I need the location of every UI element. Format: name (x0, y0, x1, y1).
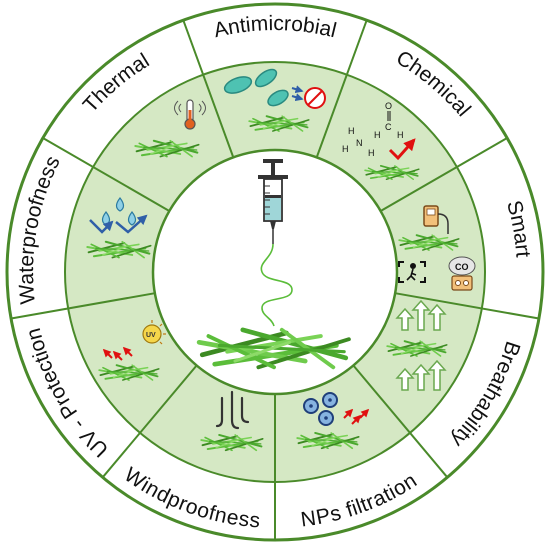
co-sensor-icon: CO (448, 256, 476, 291)
windproofness-illustration (200, 390, 264, 452)
segment-divider (42, 137, 170, 212)
syringe-fluid (265, 198, 281, 220)
bounce-arrow-icon (115, 214, 148, 234)
jet-fiber (260, 243, 293, 327)
ammonia-n: N (356, 138, 363, 148)
segment-divider (352, 364, 449, 478)
up-arrow-icon (411, 363, 431, 391)
bacteria-icon (254, 68, 278, 88)
segment-divider (380, 137, 508, 212)
antimicrobial-illustration (223, 68, 326, 133)
segment-divider (315, 19, 368, 158)
smart-illustration: CO (398, 205, 476, 291)
uv-badge: UV (146, 332, 156, 339)
syringe-plunger-cap (263, 159, 283, 163)
wind-icon (215, 396, 224, 428)
up-arrow-icon (427, 359, 447, 391)
electrospinning-syringe (258, 159, 288, 244)
center-disc (151, 148, 399, 396)
check-arrow-icon (388, 138, 416, 161)
uv-protection-illustration: UV (98, 320, 166, 382)
up-arrow-icon (411, 299, 431, 331)
up-arrow-icon (395, 367, 415, 391)
co-badge: CO (455, 262, 469, 272)
nps-filtration-illustration (296, 392, 370, 450)
segment-divider (182, 19, 235, 158)
ammonia-h-top: H (348, 126, 355, 136)
syringe-flange (258, 175, 288, 179)
water-drop-icon (127, 211, 137, 226)
up-arrow-icon (427, 303, 447, 331)
wind-icon (240, 396, 250, 424)
bounce-arrow-icon (89, 219, 114, 234)
thermal-illustration (134, 99, 206, 158)
segment-divider (101, 364, 198, 478)
bacteria-icon (267, 89, 289, 107)
up-arrow-icon (395, 307, 415, 331)
formaldehyde-c: C (385, 122, 392, 132)
sun-uv-icon (142, 324, 162, 344)
formaldehyde-h-left: H (374, 130, 381, 140)
formaldehyde-o: O (385, 101, 392, 111)
bacteria-icon (223, 76, 253, 94)
breathability-illustration (386, 299, 448, 391)
ammonia-h-right: H (368, 148, 375, 158)
segment-divider (394, 292, 540, 320)
ammonia-h-left: H (342, 144, 349, 154)
chemical-illustration: O C H H H N H H (342, 101, 420, 181)
formaldehyde-h-right: H (397, 130, 404, 140)
waterproofness-illustration (86, 197, 152, 259)
wind-icon (230, 390, 240, 430)
segment-dividers (10, 19, 540, 540)
water-drop-icon (115, 197, 125, 212)
segment-divider (10, 292, 156, 320)
motion-detector-icon (398, 261, 426, 283)
